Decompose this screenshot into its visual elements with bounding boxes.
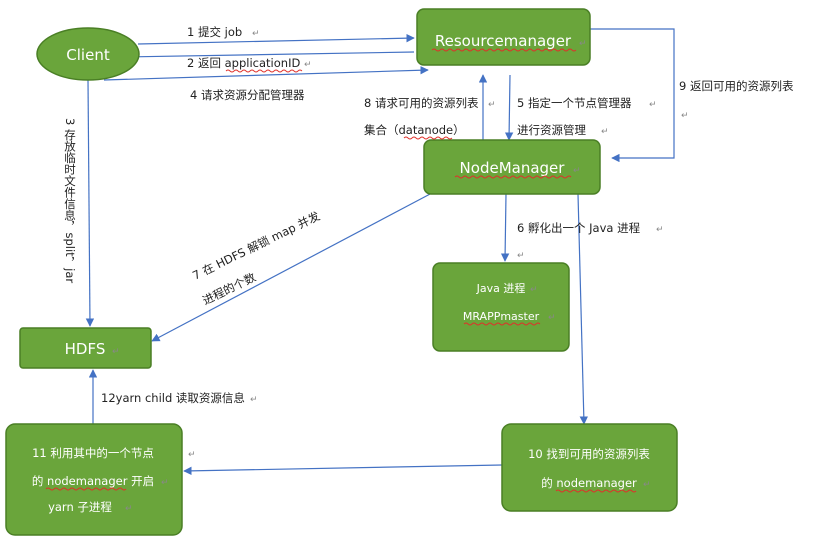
mrappmaster-label: MRAPPmaster <box>463 310 540 323</box>
client-label: Client <box>66 46 110 64</box>
svg-text:↵: ↵ <box>601 127 609 137</box>
client-node: Client <box>36 27 140 81</box>
svg-text:↵: ↵ <box>548 313 556 323</box>
hdfs-node: HDFS <box>19 327 152 369</box>
svg-text:↵: ↵ <box>250 395 258 405</box>
java-process-label: Java 进程 <box>476 282 526 295</box>
java-process-node: Java 进程 MRAPPmaster <box>432 262 570 352</box>
resourcemanager-label: Resourcemanager <box>435 32 572 50</box>
svg-text:↵: ↵ <box>488 100 496 110</box>
svg-text:↵: ↵ <box>125 504 133 514</box>
label-hdfs-map-concurrency-1: 7 在 HDFS 解锁 map 并发 <box>190 209 322 283</box>
svg-text:↵: ↵ <box>161 478 169 488</box>
label-return-resource-list: 9 返回可用的资源列表 <box>679 79 794 93</box>
label-read-resource-info: 12yarn child 读取资源信息 <box>101 391 245 405</box>
edge-start-child-process <box>183 464 503 476</box>
svg-text:↵: ↵ <box>517 251 525 261</box>
svg-text:↵: ↵ <box>649 100 657 110</box>
label-store-temp-files: 3 存放临时文件信息，split，jar <box>63 118 77 283</box>
edge-request-resource-manager <box>103 66 429 81</box>
label-spawn-java-process: 6 孵化出一个 Java 进程 <box>517 221 641 235</box>
svg-text:↵: ↵ <box>188 450 196 460</box>
label-assign-nodemanager-2: 进行资源管理 <box>517 123 586 137</box>
label-return-applicationid: 2 返回 applicationID <box>187 56 300 70</box>
edge-store-temp-files <box>85 79 95 327</box>
svg-text:↵: ↵ <box>252 29 260 39</box>
hdfs-label: HDFS <box>65 340 106 358</box>
svg-text:↵: ↵ <box>643 480 651 490</box>
edge-spawn-java-process <box>500 193 510 262</box>
edge-submit-job <box>137 33 415 45</box>
edge-hdfs-map-concurrency <box>151 192 433 342</box>
edge-labels: 1 提交 job 2 返回 applicationID 4 请求资源分配管理器 … <box>63 25 794 405</box>
svg-text:↵: ↵ <box>530 285 538 295</box>
label-assign-nodemanager-1: 5 指定一个节点管理器 <box>517 96 632 110</box>
edge-find-available <box>577 193 589 425</box>
label-submit-job: 1 提交 job <box>187 25 242 39</box>
svg-text:↵: ↵ <box>573 166 581 176</box>
edge-return-resource-list <box>590 28 675 163</box>
start-child-process-node: 11 利用其中的一个节点 的 nodemanager 开启 yarn 子进程 <box>5 423 183 536</box>
svg-text:↵: ↵ <box>656 225 664 235</box>
svg-text:↵: ↵ <box>681 111 689 121</box>
label-request-resource-manager: 4 请求资源分配管理器 <box>190 88 305 102</box>
resourcemanager-node: Resourcemanager <box>416 8 591 66</box>
find-available-line1: 10 找到可用的资源列表 <box>528 447 650 461</box>
edges <box>85 28 675 476</box>
edge-assign-nodemanager <box>504 74 514 141</box>
start-child-line1: 11 利用其中的一个节点 <box>32 446 154 460</box>
find-available-node: 10 找到可用的资源列表 的 nodemanager <box>501 423 678 512</box>
start-child-line2: 的 nodemanager 开启 <box>32 474 154 488</box>
start-child-line3: yarn 子进程 <box>48 500 112 514</box>
edge-return-applicationid <box>123 51 415 62</box>
svg-text:↵: ↵ <box>304 60 312 70</box>
svg-text:↵: ↵ <box>112 347 120 357</box>
nodemanager-label: NodeManager <box>460 159 566 177</box>
find-available-line2: 的 nodemanager <box>541 476 637 490</box>
svg-text:↵: ↵ <box>579 39 587 49</box>
nodemanager-node: NodeManager <box>423 139 601 195</box>
paragraph-marks: ↵ ↵ ↵ ↵ ↵ ↵ ↵ ↵ ↵ ↵ ↵ ↵ ↵ ↵ ↵ ↵ ↵ ↵ <box>112 29 689 514</box>
label-request-resource-list-2: 集合（datanode） <box>364 123 465 137</box>
label-request-resource-list-1: 8 请求可用的资源列表 <box>364 96 479 110</box>
